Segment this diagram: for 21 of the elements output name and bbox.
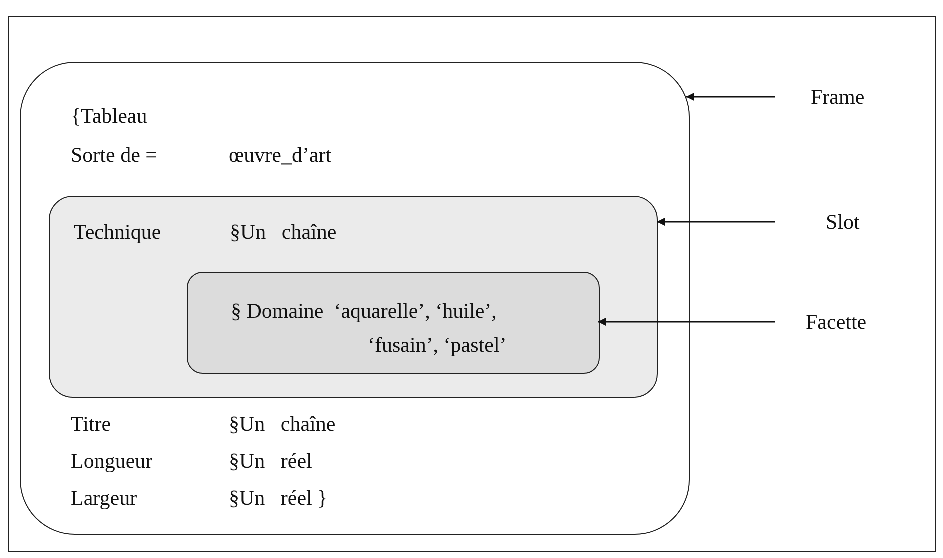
frame-field-text: §Un chaîne — [229, 411, 336, 437]
callout-label: Frame — [811, 84, 865, 110]
frame-field-text: Sorte de = — [71, 142, 158, 168]
frame-field-text: Longueur — [71, 448, 153, 474]
leader-arrow — [657, 218, 775, 226]
leader-arrow — [686, 93, 775, 101]
frame-field-text: œuvre_d’art — [229, 142, 332, 168]
frame-field-text: §Un réel — [229, 448, 312, 474]
facet-box — [187, 272, 600, 374]
slot-box — [49, 196, 658, 398]
frame-field-text: §Un réel } — [229, 485, 328, 511]
slot-field-text: Technique — [74, 219, 162, 245]
frame-field-text: {Tableau — [71, 103, 148, 129]
callout-label: Facette — [806, 309, 867, 335]
leader-arrow — [598, 318, 775, 326]
frame-field-text: Largeur — [71, 485, 138, 511]
callout-label: Slot — [826, 209, 860, 235]
facet-text: § Domaine ‘aquarelle’, ‘huile’, ‘fusain’, ‘pastel’ — [231, 298, 508, 359]
slot-field-text: §Un chaîne — [230, 219, 337, 245]
frame-box — [20, 62, 690, 535]
frame-field-text: Titre — [71, 411, 112, 437]
